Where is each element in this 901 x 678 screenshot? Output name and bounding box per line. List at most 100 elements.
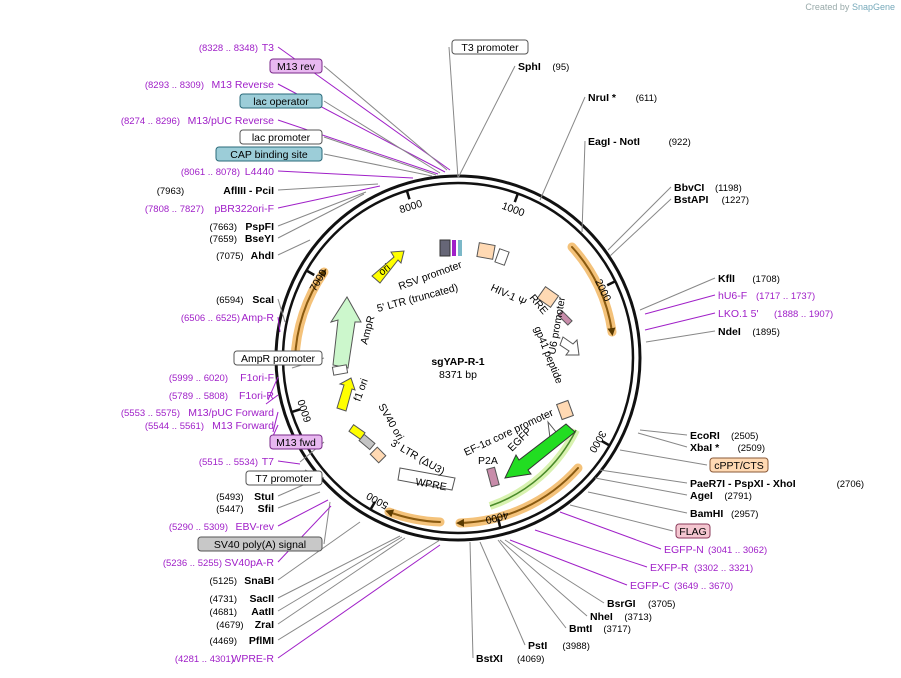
feature-box[interactable] [233,350,323,366]
enzyme-label[interactable]: BmtI [569,623,592,635]
leader-line [323,65,448,171]
leader-line [323,136,437,176]
leader-line [644,312,716,331]
primer-label[interactable]: SV40pA-R [224,557,274,569]
enzyme-label[interactable]: AatII [251,606,274,618]
leader-line [277,539,441,641]
primer-label[interactable]: EGFP-N [664,544,704,556]
enzyme-label[interactable]: BseYI [245,233,274,245]
enzyme-label[interactable]: PspFI [245,221,274,233]
position-label: (2706) [837,479,864,490]
feature-box-label: lac promoter [252,132,311,144]
feature-box[interactable] [269,434,323,450]
enzyme-label[interactable]: SnaBI [244,575,274,587]
leader-line [534,529,648,568]
leader-line [609,198,672,257]
primer-label[interactable]: pBR322ori-F [214,203,274,215]
leader-line [509,539,628,586]
enzyme-label[interactable]: AhdI [251,250,274,262]
feature-box-label: CAP binding site [230,149,308,161]
leader-line [272,411,279,433]
position-label: (5125) [210,576,237,587]
leader-line [277,193,365,239]
leader-line [277,536,403,612]
primer-label[interactable]: EXFP-R [650,562,689,574]
enzyme-label[interactable]: EagI - NotI [588,136,640,148]
enzyme-label[interactable]: XbaI * [690,442,720,454]
leader-line [497,539,567,629]
feature-box[interactable] [239,129,323,145]
position-label: (5236 .. 5255) [163,558,222,569]
enzyme-label[interactable]: BbvCI [674,182,704,194]
leader-line [267,376,279,401]
feature-box[interactable] [197,536,323,552]
primer-label[interactable]: M13/pUC Forward [188,407,274,419]
primer-label[interactable]: hU6-F [718,290,747,302]
feature-box[interactable] [215,146,323,162]
position-label: (4069) [517,654,544,665]
ori-arrow [371,250,405,284]
feature-box[interactable] [709,457,769,473]
feature-box[interactable] [245,470,323,486]
primer-label[interactable]: T3 [262,42,274,54]
enzyme-label[interactable]: PaeR7I - PspXI - XhoI [690,478,796,490]
enzyme-label[interactable]: BamHI [690,508,723,520]
ring-tick [513,193,520,203]
feature-box[interactable] [451,39,529,55]
position-label: (1888 .. 1907) [774,309,833,320]
feature-box[interactable] [269,58,323,74]
leader-line [277,119,439,175]
primer-label[interactable]: M13/pUC Reverse [188,115,275,127]
primer-label[interactable]: M13 Reverse [212,79,275,91]
enzyme-label[interactable]: ZraI [255,619,274,631]
enzyme-label[interactable]: PstI [528,640,547,652]
inner-label-hiv: HIV-1 Ψ [489,282,529,309]
primer-label[interactable]: F1ori-F [240,372,274,384]
primer-label[interactable]: Amp-R [241,312,274,324]
feature-box-label: SV40 poly(A) signal [214,539,306,551]
enzyme-label[interactable]: BstAPI [674,194,709,206]
inner-features [329,239,580,491]
enzyme-label[interactable]: SphI [518,61,541,73]
enzyme-label[interactable]: NheI [590,611,613,623]
leader-line [644,294,716,315]
primer-label[interactable]: F1ori-R [239,390,274,402]
leader-line [599,469,688,484]
feature-box-label: AmpR promoter [241,353,316,365]
enzyme-label[interactable]: NruI * [588,92,617,104]
enzyme-label[interactable]: StuI [254,491,274,503]
enzyme-label[interactable]: KflI [718,273,735,285]
enzyme-label[interactable]: PflMI [249,635,274,647]
enzyme-label[interactable]: AflIII - PciI [223,185,274,197]
ring-tick [305,269,315,277]
plasmid-name: sgYAP-R-1 [431,356,484,368]
position-label: (3041 .. 3062) [708,545,767,556]
enzyme-label[interactable]: SfiI [258,503,274,515]
primer-label[interactable]: EGFP-C [630,580,670,592]
primer-label[interactable]: LKO.1 5' [718,308,759,320]
primer-label[interactable]: L4440 [245,166,274,178]
position-label: (611) [636,93,657,104]
enzyme-label[interactable]: SacII [249,593,274,605]
feature-box-label: M13 fwd [276,437,316,449]
position-label: (5789 .. 5808) [169,391,228,402]
feature-box[interactable] [675,523,711,539]
enzyme-label[interactable]: BstXI [476,653,503,665]
feature-box[interactable] [239,93,323,109]
position-label: (7963) [157,186,184,197]
enzyme-label[interactable]: ScaI [252,294,274,306]
enzyme-label[interactable]: NdeI [718,326,741,338]
position-label: (7663) [210,222,237,233]
enzyme-label[interactable]: EcoRI [690,430,720,442]
feature-box-label: cPPT/CTS [714,460,764,472]
primer-label[interactable]: M13 Forward [212,420,274,432]
position-label: (8061 .. 8078) [181,167,240,178]
enzyme-label[interactable]: BsrGI [607,598,636,610]
enzyme-label[interactable]: AgeI [690,490,713,502]
primer-label[interactable]: T7 [262,456,274,468]
primer-label[interactable]: WPRE-R [231,653,274,665]
position-label: (5553 .. 5575) [121,408,180,419]
primer-label[interactable]: EBV-rev [235,521,274,533]
